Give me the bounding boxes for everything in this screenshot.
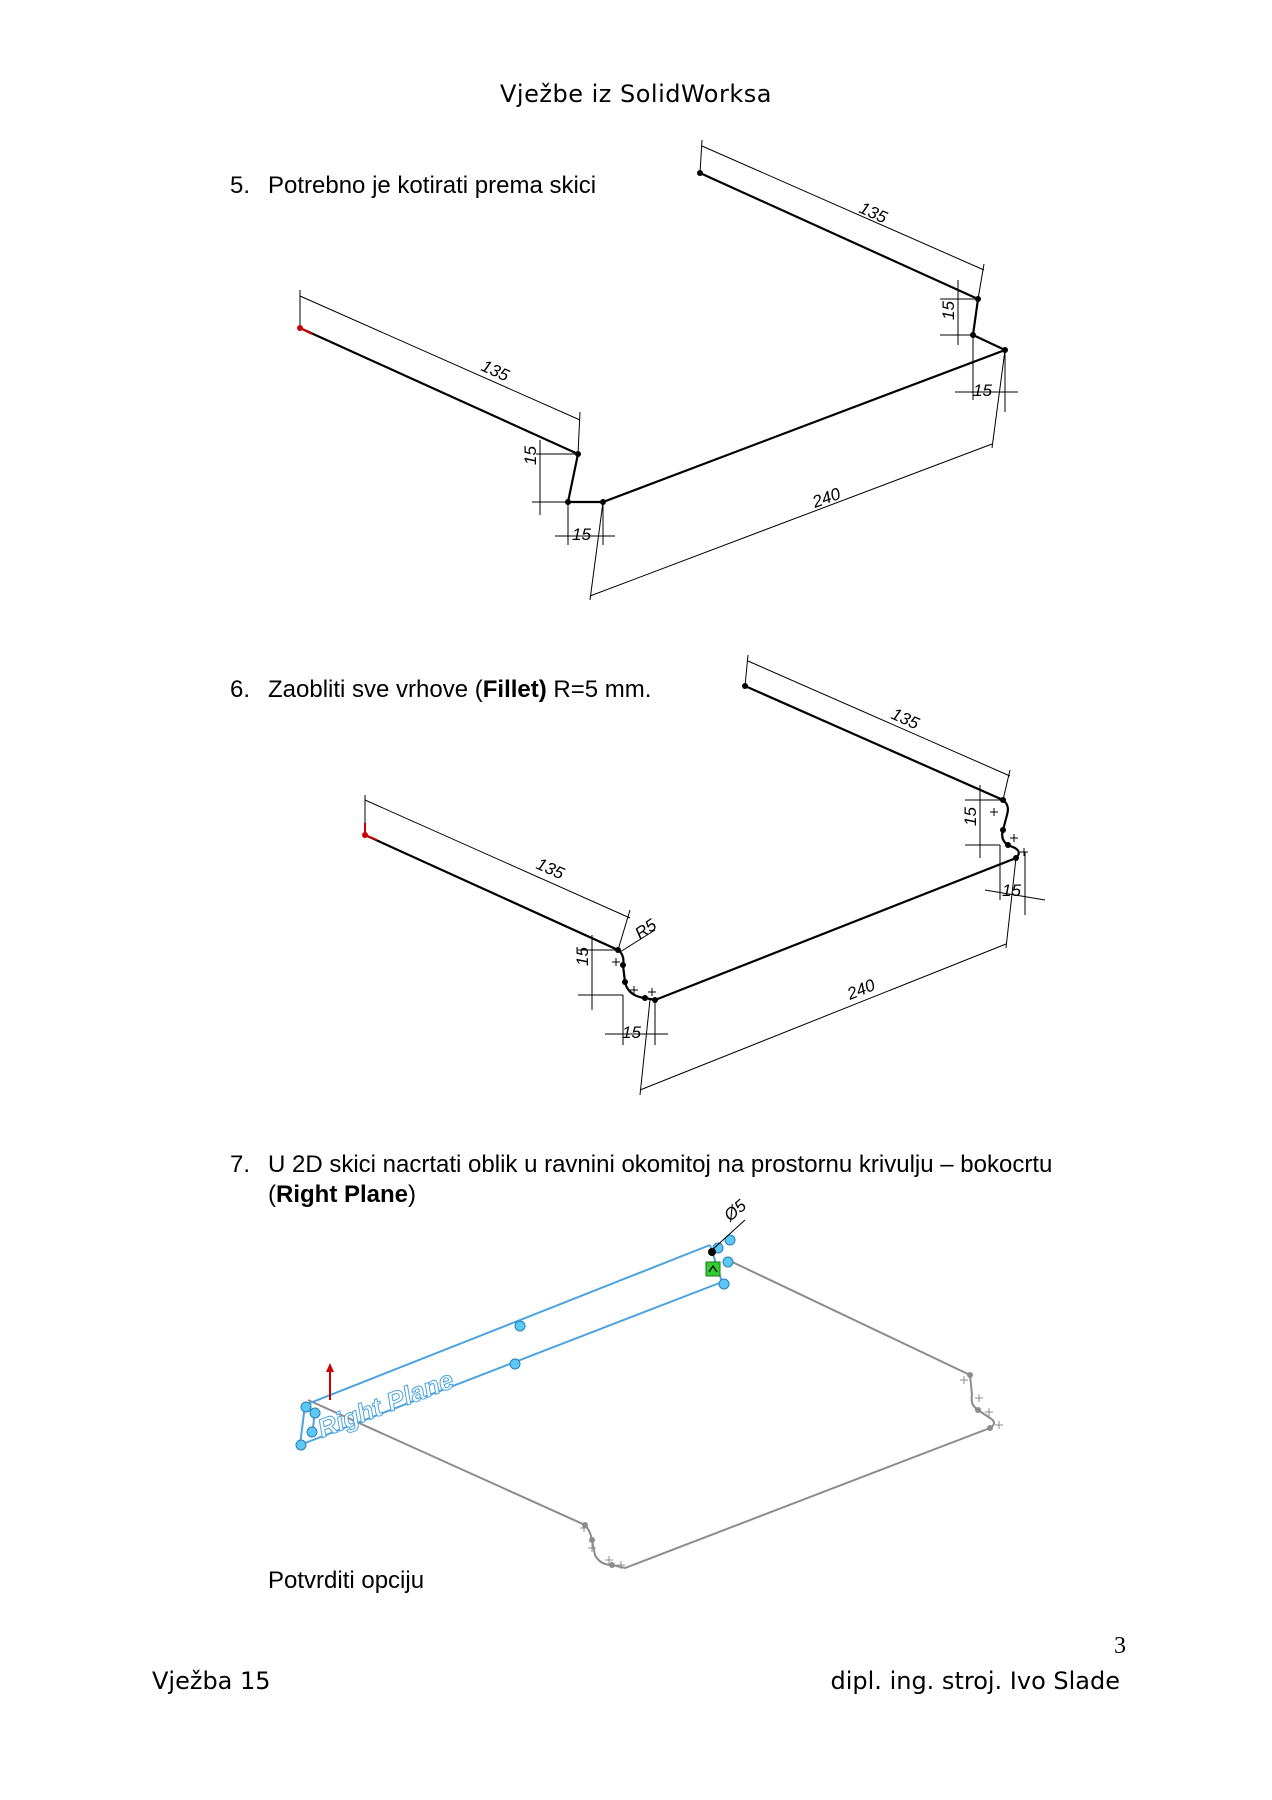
step-text: Zaobliti sve vrhove ( [268, 676, 483, 703]
step-6: 6. Zaobliti sve vrhove (Fillet) R=5 mm. [230, 675, 651, 705]
dim-15-right-horizontal: 15 [1002, 881, 1021, 900]
step-7: 7. U 2D skici nacrtati oblik u ravnini ok… [230, 1150, 1052, 1210]
dim-15-left-vertical: 15 [521, 446, 540, 465]
figure-filleted-sketch: 135 135 15 15 15 15 240 R5 [362, 654, 1046, 1096]
footer-left: Vježba 15 [152, 1667, 271, 1695]
dim-15-left-horizontal: 15 [622, 1023, 641, 1042]
step-number: 6. [230, 676, 251, 703]
dim-15-right-vertical: 15 [961, 807, 980, 826]
step-text: Potrebno je kotirati prema skici [268, 172, 597, 199]
page-number: 3 [1114, 1633, 1126, 1659]
confirm-text: Potvrditi opciju [268, 1567, 425, 1594]
step-text: ) [408, 1181, 417, 1208]
dim-15-right-vertical: 15 [939, 301, 958, 320]
figure-right-plane-sketch: Right Plane Ø5 [295, 1196, 1003, 1570]
step-text: R=5 mm. [546, 676, 652, 703]
step-number: 7. [230, 1151, 251, 1178]
dim-15-right-horizontal: 15 [973, 381, 992, 400]
constraint-icon [705, 1261, 721, 1277]
step-text: ( [268, 1181, 276, 1208]
dim-15-left-horizontal: 15 [572, 525, 591, 544]
step-text: U 2D skici nacrtati oblik u ravnini okom… [268, 1151, 1053, 1178]
figure-dimensioned-sketch: 135 135 15 15 15 15 240 [297, 139, 1018, 601]
page-header: Vježbe iz SolidWorksa [500, 80, 772, 108]
right-plane-label: Right Plane [313, 1364, 457, 1443]
step-text-bold: Fillet) [482, 676, 547, 703]
step-number: 5. [230, 172, 251, 199]
dim-15-left-vertical: 15 [573, 947, 592, 966]
footer-right: dipl. ing. stroj. Ivo Slade [830, 1667, 1121, 1695]
step-5: 5. Potrebno je kotirati prema skici [230, 171, 596, 201]
step-text-bold: Right Plane [276, 1181, 409, 1208]
dim-diameter-5: Ø5 [720, 1196, 751, 1226]
